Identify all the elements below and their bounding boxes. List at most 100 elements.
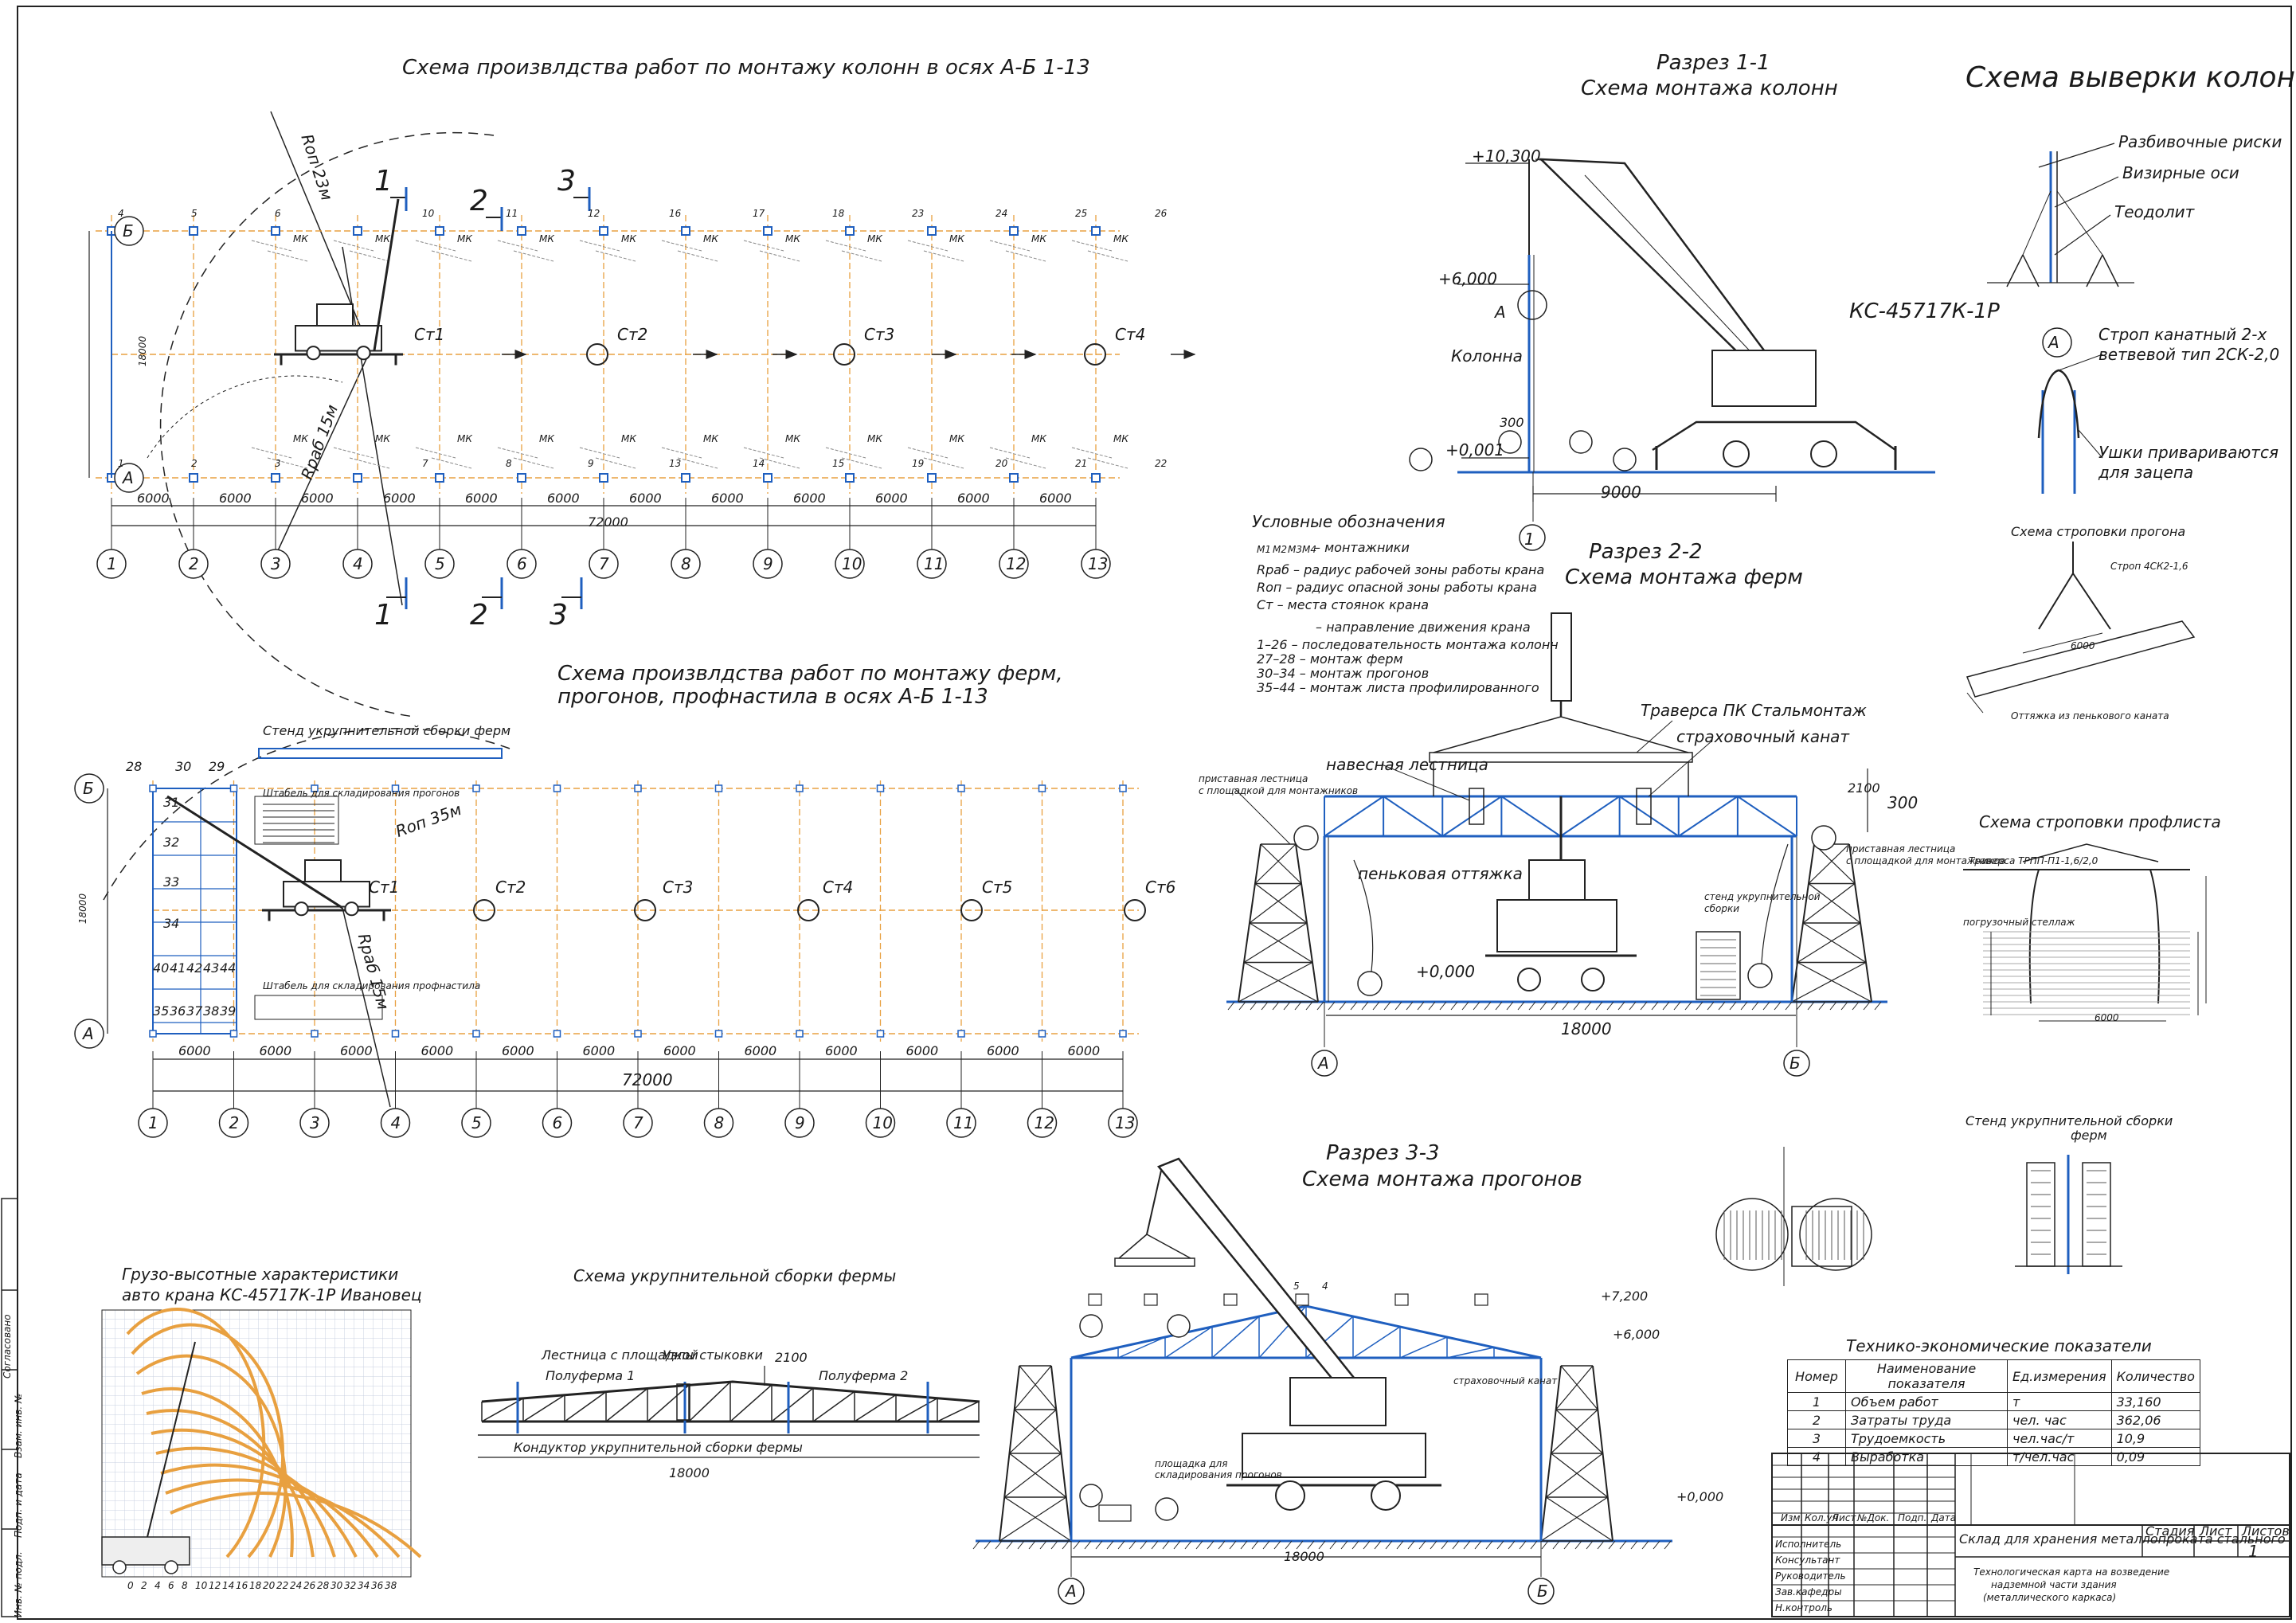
dim-300-s22: 300 [1887,793,1919,812]
guy-rope [1353,859,1374,972]
load-curve [160,1463,379,1558]
axis-bubble [1311,1050,1338,1077]
column-top [599,226,608,236]
element-mark [743,447,784,459]
crane-cab [304,859,342,882]
crane-body [283,881,370,908]
row-a-label: А [83,1024,94,1043]
span-dim: 6000 [219,491,252,506]
column-top [845,226,855,236]
stand-label: Ст4 [823,878,854,897]
ground-hatch [1417,1001,1425,1011]
axis-bubble [865,1108,896,1138]
truss-diag [1399,1336,1448,1359]
crane-chart-title-2: авто крана КС-45717К-1Р Ивановец [122,1285,422,1304]
ground-hatch [995,1540,1003,1550]
ground-hatch [1028,1540,1036,1550]
leader-axes [2054,176,2119,208]
radius-line [342,907,391,1108]
column-top [353,226,362,236]
tb-col-list: Лист [1832,1512,1856,1523]
span-dim: 6000 [383,491,416,506]
fitter-m4 [1613,448,1637,471]
column-bottom [391,1030,400,1038]
dim-300-col: 300 [1500,415,1524,430]
crane-turret [1528,859,1586,901]
ground-hatch [1318,1540,1326,1550]
ground-hatch [1785,1001,1793,1011]
axis-label: 2 [229,1113,240,1132]
cut-label: 1 [374,165,393,197]
assembly-dim-2100: 2100 [775,1350,808,1365]
element-mark [1005,250,1046,262]
tower-brace [1019,1365,1057,1410]
crane-stand [473,899,495,921]
column-top [271,226,280,236]
column-top [553,784,561,792]
hanging-ladder-label: навесная лестница [1326,755,1488,774]
element-mark [907,447,949,459]
tower-brace [1560,1365,1598,1410]
axis-b-s22: Б [1789,1054,1801,1073]
ground-hatch [1374,1540,1382,1550]
tep-cell: 3 [1787,1429,1846,1448]
mk-mark: МК [1031,233,1046,244]
axis-label: 10 [872,1113,893,1132]
row-bubble [74,1019,104,1049]
element-mark [661,240,702,252]
crane-stand [960,899,983,921]
chart-x-tick: 10 [195,1580,208,1591]
element-mark [579,240,620,252]
axis-label: 9 [795,1113,805,1132]
ground-hatch [1296,1540,1304,1550]
ground-hatch [1350,1001,1358,1011]
tb-col-izm: Изм. [1781,1512,1804,1523]
column-bottom [472,1030,480,1038]
node-a-check: А [2048,333,2059,352]
ground-hatch [1394,1001,1402,1011]
tower-brace [1808,883,1861,924]
span-dim: 6000 [793,491,826,506]
tep-cell: 33,160 [2110,1392,2200,1411]
column-seq-bottom: 19 [912,458,925,469]
element-mark [251,447,292,459]
crane-boom-plan [373,198,400,351]
ground-hatch [984,1540,992,1550]
mk-mark: МК [703,433,718,444]
guy-rope-label: пеньковая оттяжка [1358,864,1523,883]
element-mark [349,250,390,262]
purlin-end [1966,692,1984,714]
leader-traverse [1636,720,1673,753]
ground-hatch [1586,1540,1594,1550]
element-mark [333,447,374,459]
axis-bubble [1081,549,1111,579]
load-curve [170,1492,422,1558]
legend-m13: М3 [1288,544,1302,555]
ground-hatch [1762,1001,1770,1011]
profile-seq: 38 [203,1003,220,1019]
sling-schemes [1715,542,2207,1286]
axis-label: 8 [714,1113,725,1132]
axis-label: 6 [552,1113,563,1132]
truss-seq: 30 [175,759,192,774]
span-dim: 6000 [420,1043,454,1058]
mk-mark: МК [867,233,882,244]
danger-zone-arc [159,131,495,718]
chart-x-tick: 26 [303,1580,316,1591]
ground-hatch [1484,1001,1492,1011]
truss-diag [1211,1316,1260,1359]
ground-hatch [972,1540,980,1550]
ground-hatch [1463,1540,1471,1550]
ground-hatch [1517,1001,1525,1011]
element-mark [513,250,554,262]
tb-sheet-title-1: Технологическая карта на возведение [1973,1566,2170,1578]
column-top [634,784,642,792]
axis-label: 12 [1034,1113,1054,1132]
ground-hatch [1528,1001,1536,1011]
ground-hatch [1617,1001,1625,1011]
legend-stands: Ст – места стоянок крана [1257,597,1430,612]
ground-hatch [1195,1540,1203,1550]
stamp-sign: Подп. и дата [13,1472,24,1538]
wheel [1371,1480,1401,1511]
axis-bubble [1108,1108,1138,1138]
